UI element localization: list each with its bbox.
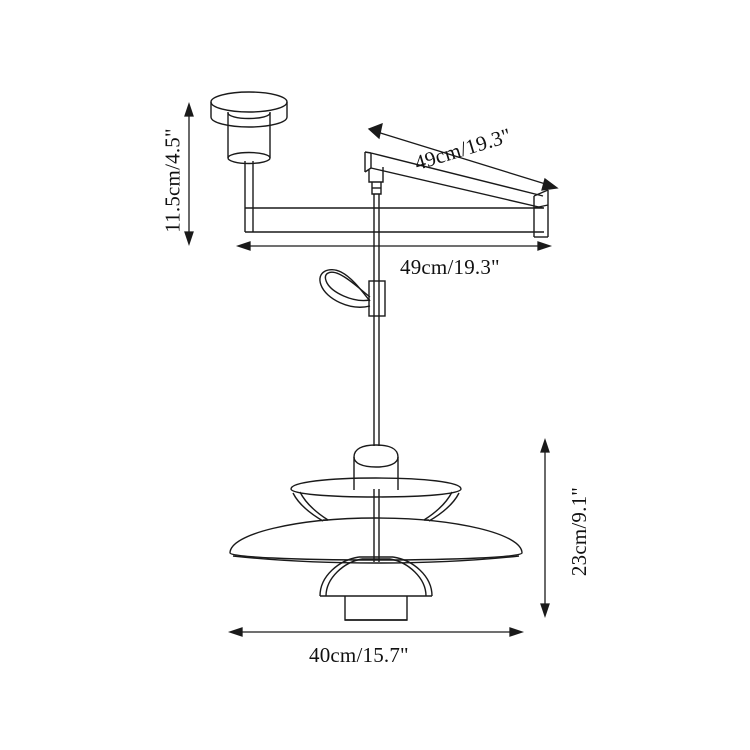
suspension-cable	[373, 194, 380, 446]
dimension-label-arm-horizontal: 49cm/19.3"	[400, 255, 500, 279]
diagonal-arm	[364, 151, 544, 209]
center-stem-upper	[373, 489, 380, 522]
arm-end-block	[533, 189, 549, 238]
upper-shade	[290, 477, 462, 522]
bottom-diffuser	[344, 596, 408, 621]
center-stem-lower	[373, 522, 380, 562]
lower-dome-shade	[319, 556, 433, 597]
canopy-cylinder	[227, 112, 271, 165]
arm-pivot-connector	[368, 167, 384, 195]
horizontal-arm	[245, 207, 544, 233]
dim-line-shade-width	[227, 627, 525, 637]
dimension-label-shade-width: 40cm/15.7"	[309, 643, 409, 667]
dimension-label-ceiling-drop: 11.5cm/4.5"	[160, 128, 185, 233]
dimension-label-shade-height: 23cm/9.1"	[567, 486, 592, 577]
dim-line-ceiling-drop	[184, 101, 194, 247]
ceiling-canopy	[210, 91, 288, 128]
lamp-top-housing	[353, 444, 399, 490]
main-shade	[229, 517, 523, 564]
dim-line-arm-horizontal	[235, 241, 553, 251]
dim-line-arm-diagonal	[367, 122, 559, 191]
dim-line-shade-height	[540, 437, 550, 619]
cord-clamp	[368, 280, 386, 317]
cord-loop	[319, 268, 371, 308]
vertical-drop-rod	[244, 161, 254, 232]
